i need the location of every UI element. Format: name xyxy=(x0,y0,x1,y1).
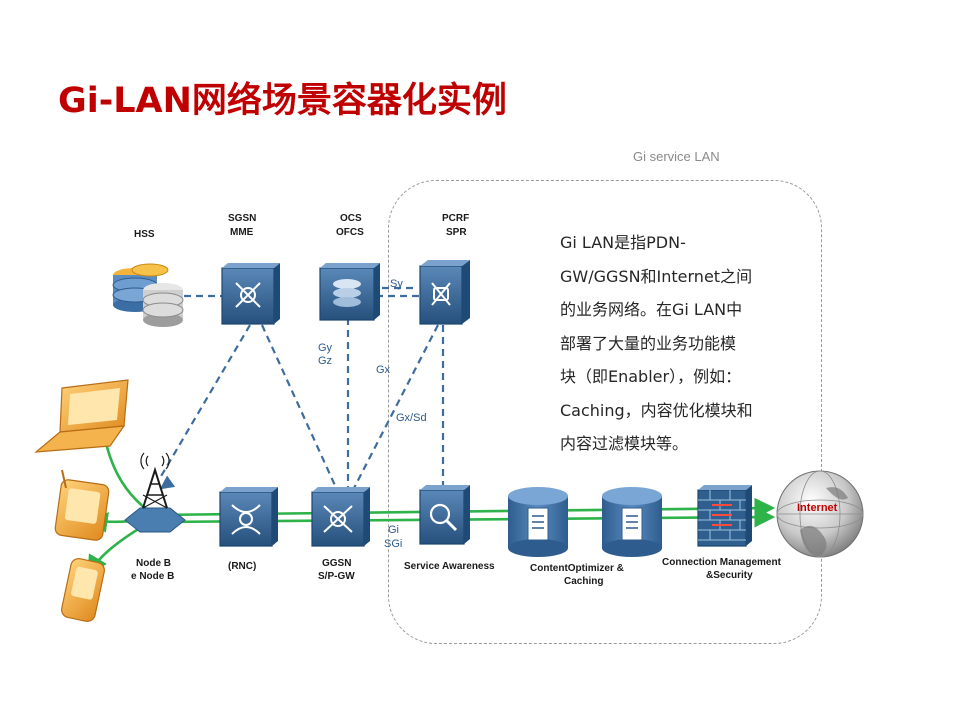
description-line: Caching，内容优化模块和 xyxy=(560,400,753,420)
description-line: 的业务网络。在Gi LAN中 xyxy=(560,300,743,319)
sgsn-mme-device-icon xyxy=(221,263,280,325)
mobile-phone-icon xyxy=(61,558,105,622)
description-line: GW/GGSN和Internet之间 xyxy=(560,266,753,286)
ggsn-device-icon xyxy=(311,487,370,547)
hss-label: HSS xyxy=(134,229,155,240)
description-line: 块（即Enabler），例如： xyxy=(560,367,742,386)
node-b-tower-icon xyxy=(124,452,186,533)
description-line: 部署了大量的业务功能模 xyxy=(560,333,737,353)
service-awareness-label: Service Awareness xyxy=(404,561,495,572)
ocs-ofcs-server-icon xyxy=(319,263,380,321)
gx-interface-label: Gx xyxy=(376,364,391,376)
pda-icon xyxy=(54,469,110,541)
internet-globe-icon xyxy=(776,470,864,558)
rnc-device-icon xyxy=(219,487,278,547)
mme-label: MME xyxy=(230,227,254,238)
spgw-label: S/P-GW xyxy=(318,571,355,582)
gz-interface-label: Gz xyxy=(318,355,333,367)
sgsn-nodeb-link xyxy=(159,324,251,479)
page-title: Gi-LAN网络场景容器化实例 xyxy=(58,81,507,121)
enodeb-label: e Node B xyxy=(131,571,175,582)
hss-database-icon xyxy=(112,263,184,327)
description-line: 内容过滤模块等。 xyxy=(560,434,689,453)
caching-label: Caching xyxy=(564,576,604,587)
gxsd-interface-label: Gx/Sd xyxy=(396,412,427,424)
sgsn-nodeb-arrowhead xyxy=(159,475,176,490)
ofcs-label: OFCS xyxy=(336,227,364,238)
content-optimizer-label: ContentOptimizer & xyxy=(530,563,624,574)
gi-service-lan-label: Gi service LAN xyxy=(633,149,720,164)
description-line: Gi LAN是指PDN- xyxy=(560,233,686,252)
rnc-label: (RNC) xyxy=(228,561,257,572)
content-filter-cylinder-icon xyxy=(602,487,662,557)
nodeb-label: Node B xyxy=(136,558,171,569)
service-awareness-device-icon xyxy=(419,485,470,545)
laptop-icon xyxy=(34,379,129,453)
sy-interface-label: Sy xyxy=(390,278,403,290)
spr-label: SPR xyxy=(446,227,467,238)
pcrf-spr-device-icon xyxy=(419,260,470,325)
connection-management-label: Connection Management xyxy=(662,557,781,568)
pcrf-ggsn-link xyxy=(351,324,439,493)
firewall-device-icon xyxy=(697,485,752,547)
content-optimizer-cylinder-icon xyxy=(508,487,568,557)
sgsn-label: SGSN xyxy=(228,213,257,224)
gi-interface-label: Gi xyxy=(388,524,399,536)
sgsn-ggsn-link xyxy=(260,324,340,493)
pcrf-label: PCRF xyxy=(442,213,470,224)
gi-service-lan-boundary xyxy=(388,180,822,644)
gi-lan-description: Gi LAN是指PDN- GW/GGSN和Internet之间 的业务网络。在G… xyxy=(560,226,800,461)
control-links xyxy=(159,286,445,493)
internet-label: Internet xyxy=(797,502,838,514)
ocs-label: OCS xyxy=(340,213,362,224)
security-label: &Security xyxy=(706,570,753,581)
gy-interface-label: Gy xyxy=(318,342,333,354)
sgi-interface-label: SGi xyxy=(384,538,403,550)
ggsn-label: GGSN xyxy=(322,558,352,569)
